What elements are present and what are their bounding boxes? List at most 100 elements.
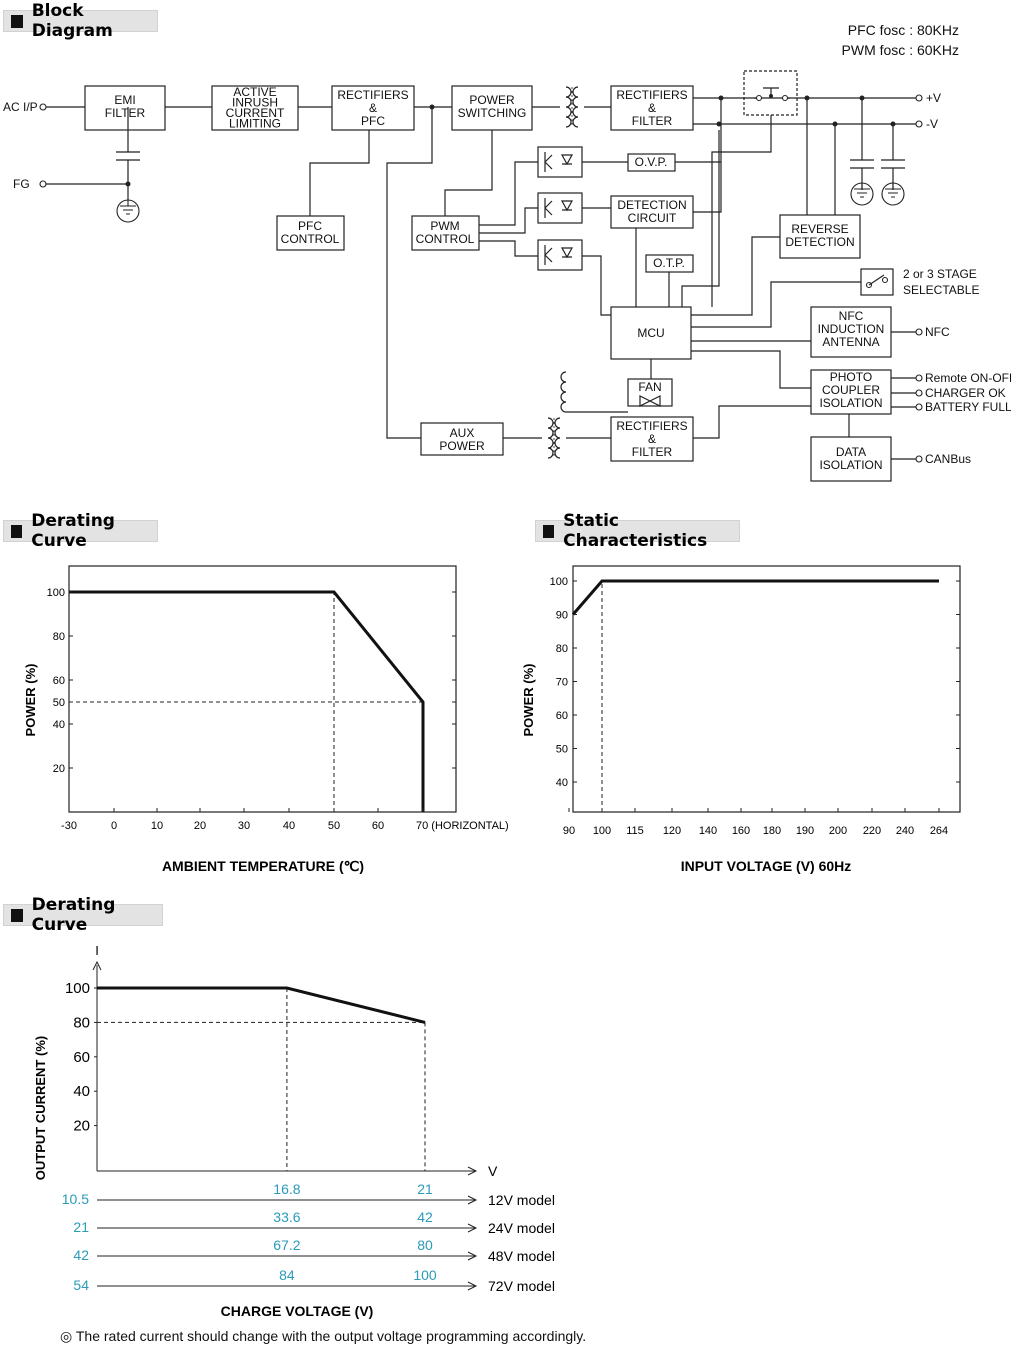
y-tick-label: 70 [556, 677, 568, 689]
output-switch-box [743, 70, 798, 116]
block-label-ovp: O.V.P. [635, 155, 668, 169]
x-tick-label: 70 (HORIZONTAL) [416, 820, 509, 832]
remote-label: Remote ON-OFF [925, 371, 1011, 385]
neg-v-label: -V [926, 117, 938, 131]
ground-icon [881, 182, 905, 206]
block-label-rect_filter: RECTIFIERS [616, 88, 687, 102]
y-tick-label: 80 [556, 643, 568, 655]
y-tick-label: 60 [556, 710, 568, 722]
x-tick-label: 40 [283, 820, 295, 832]
ac-ip-label: AC I/P [3, 100, 38, 114]
model-value: 54 [73, 1277, 89, 1293]
derating-curve-title-2: Derating Curve [31, 895, 116, 935]
y-tick-label: 20 [53, 763, 65, 775]
ground-icon [116, 199, 140, 223]
inrush-block [211, 85, 299, 131]
x-tick-label: 240 [896, 825, 914, 837]
block-label-detect: DETECTION [617, 198, 686, 212]
terminal-icon [915, 120, 923, 128]
block-label-aux: AUX [450, 426, 475, 440]
terminal-icon [39, 180, 47, 188]
block-label-otp: O.T.P. [653, 256, 685, 270]
static-characteristics-title: Static Characteristics [563, 511, 708, 551]
charger-ok-label: CHARGER OK [925, 386, 1006, 400]
x-axis-label: INPUT VOLTAGE (V) 60Hz [681, 858, 852, 874]
fan-icon [639, 395, 661, 407]
bullet-square-icon [11, 908, 23, 922]
x-tick-label: 160 [732, 825, 750, 837]
x-tick-label: 264 [930, 825, 948, 837]
x-tick-label: 100 [593, 825, 611, 837]
rect-filter-block [610, 85, 694, 131]
x-tick-label: 220 [863, 825, 881, 837]
model-value: 21 [73, 1219, 89, 1235]
block-label-emi: FILTER [105, 106, 146, 120]
stage-label: 2 or 3 STAGE [903, 267, 977, 281]
block-label-photo: PHOTO [830, 370, 872, 384]
y-tick-label: 100 [550, 576, 568, 588]
model-label: 72V model [488, 1278, 555, 1294]
fan-block [627, 378, 673, 407]
bullet-square-icon [543, 524, 555, 538]
block-label-rect_filter2: RECTIFIERS [616, 419, 687, 433]
block-label-rect_filter2: FILTER [632, 445, 673, 459]
bullet-square-icon [11, 524, 23, 538]
block-label-inrush: LIMITING [229, 117, 281, 131]
block-label-rect_filter: FILTER [632, 114, 673, 128]
y-tick-label: 20 [73, 1118, 90, 1135]
x-tick-label: 140 [699, 825, 717, 837]
coil-icon [560, 371, 628, 413]
block-label-power_sw: SWITCHING [458, 106, 527, 120]
y-tick-label: 50 [53, 697, 65, 709]
block-label-pwm_ctrl: CONTROL [416, 232, 475, 246]
block-label-nfc: ANTENNA [822, 335, 879, 349]
fg-label: FG [13, 177, 30, 191]
x-tick-label: 20 [194, 820, 206, 832]
bullet-square-icon [11, 14, 23, 28]
block-label-fan: FAN [638, 380, 661, 394]
block-diagram-header: Block Diagram [3, 1, 158, 41]
pwm-fosc-label: PWM fosc : 60KHz [842, 42, 959, 58]
terminal-icon [915, 389, 923, 397]
static-characteristics-header: Static Characteristics [535, 511, 740, 551]
model-value: 42 [73, 1247, 89, 1263]
y-tick-label: 60 [73, 1049, 90, 1066]
arrow-up-icon [92, 960, 102, 971]
x-tick-label: 0 [111, 820, 117, 832]
y-axis-symbol: I [95, 943, 99, 958]
pfc-fosc-label: PFC fosc : 80KHz [848, 22, 959, 38]
arrow-right-icon [467, 1223, 478, 1233]
y-tick-label: 100 [65, 980, 90, 997]
derating-curve-title-1: Derating Curve [31, 511, 115, 551]
block-label-photo: ISOLATION [819, 396, 882, 410]
model-value: 100 [413, 1267, 437, 1283]
block-label-rect_pfc: RECTIFIERS [337, 88, 408, 102]
arrow-right-icon [467, 1251, 478, 1261]
model-label: 12V model [488, 1192, 555, 1208]
terminal-icon [915, 403, 923, 411]
block-label-rect_filter2: & [648, 432, 656, 446]
block-label-emi: EMI [114, 93, 135, 107]
terminal-icon [915, 94, 923, 102]
model-value: 16.8 [273, 1181, 300, 1197]
arrow-right-icon [467, 1166, 478, 1176]
arrow-right-icon [467, 1195, 478, 1205]
block-label-nfc: NFC [839, 309, 864, 323]
block-label-pwm_ctrl: PWM [430, 219, 459, 233]
model-value: 67.2 [273, 1237, 300, 1253]
model-label: 24V model [488, 1220, 555, 1236]
ground-icon [850, 182, 874, 206]
x-tick-label: 120 [663, 825, 681, 837]
block-diagram: PFC fosc : 80KHz PWM fosc : 60KHz AC I/P… [3, 22, 1011, 482]
y-tick-label: 40 [73, 1083, 90, 1100]
y-tick-label: 50 [556, 744, 568, 756]
y-tick-label: 100 [47, 587, 65, 599]
y-tick-label: 80 [73, 1014, 90, 1031]
x-tick-label: 60 [372, 820, 384, 832]
block-label-mcu: MCU [637, 326, 664, 340]
y-tick-label: 80 [53, 631, 65, 643]
rect-filter2-block [610, 416, 694, 462]
block-label-data_iso: ISOLATION [819, 458, 882, 472]
y-tick-label: 60 [53, 675, 65, 687]
emi-filter-block [84, 85, 166, 131]
